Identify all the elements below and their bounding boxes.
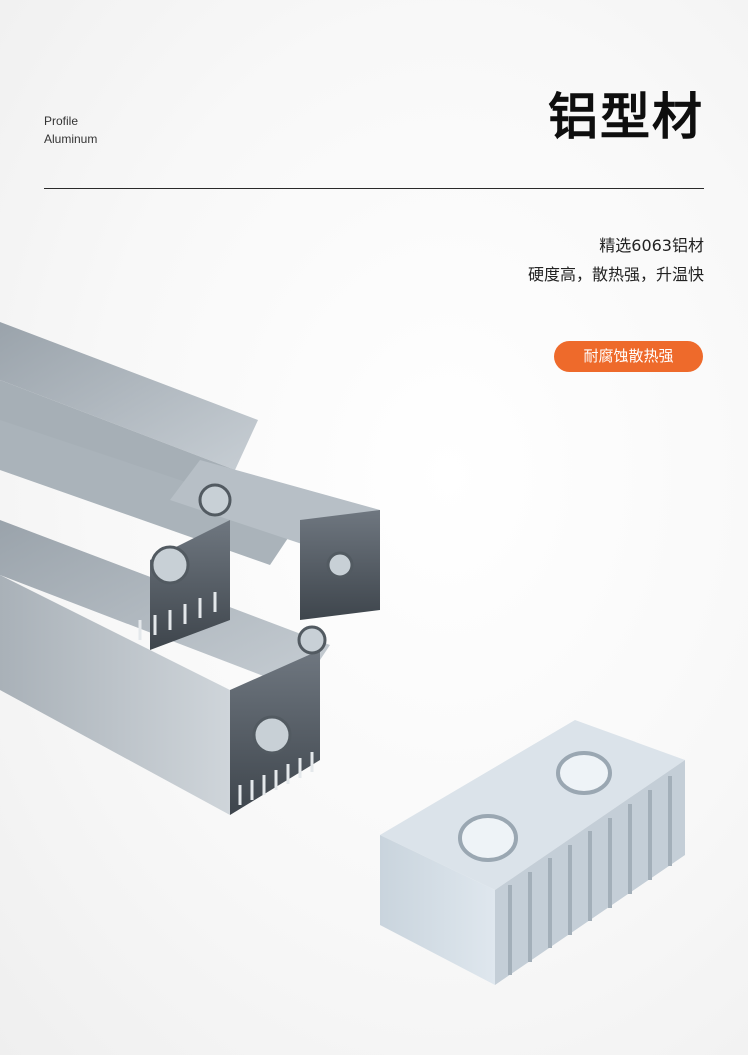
feature-badge: 耐腐蚀散热强: [554, 341, 703, 372]
core-circle: [326, 551, 354, 579]
feature-text-material: 精选6063铝材: [599, 236, 704, 255]
feature-text-properties: 硬度高，散热强，升温快: [527, 265, 704, 284]
block-front: [380, 835, 495, 985]
block-core-circle: [556, 751, 612, 795]
header-divider: [44, 188, 704, 189]
english-subtitle: Profile Aluminum: [44, 112, 97, 148]
core-circle: [198, 483, 232, 517]
profile-back-top: [0, 322, 258, 470]
core-circle: [297, 625, 327, 655]
core-circle: [150, 545, 190, 585]
cooling-fins: [138, 592, 314, 805]
english-line-profile: Profile: [44, 114, 79, 128]
profile-front-side: [0, 575, 230, 815]
long-extrusion-group: [0, 322, 380, 815]
core-circle: [252, 715, 292, 755]
block-fins: [508, 776, 672, 975]
page-title: 铝型材: [548, 88, 704, 146]
block-top: [380, 720, 685, 890]
english-line-aluminum: Aluminum: [44, 132, 98, 146]
block-core-circle: [458, 814, 518, 862]
heatsink-block: [380, 720, 685, 985]
